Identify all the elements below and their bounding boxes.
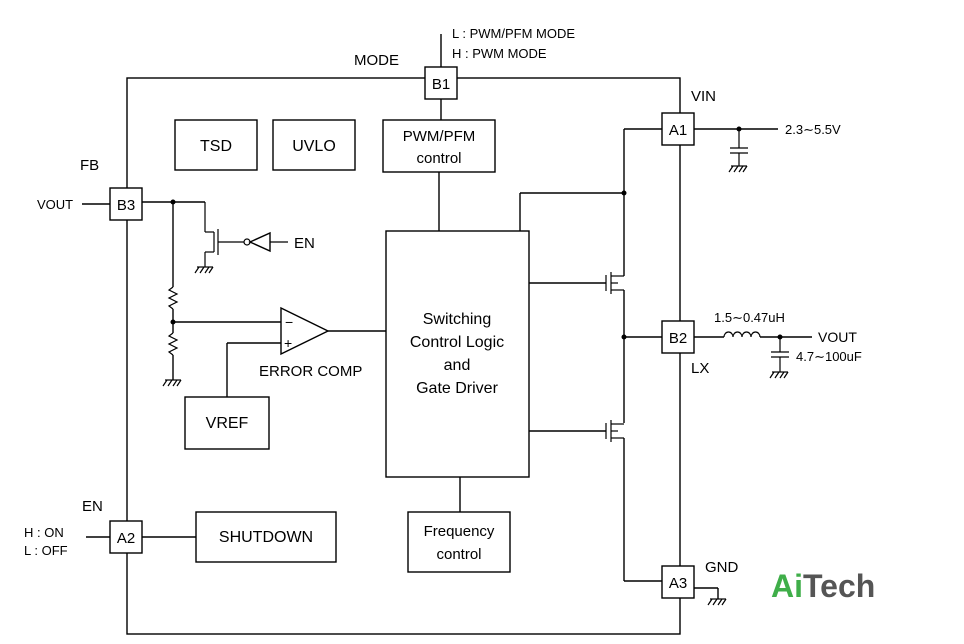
top-resistor-icon xyxy=(167,286,179,310)
freq-line1: Frequency xyxy=(424,523,495,540)
pin-b3-label: B3 xyxy=(117,197,135,214)
vref-label: VREF xyxy=(206,415,249,432)
pwm-block-line1: PWM/PFM xyxy=(403,128,476,145)
pin-b3 xyxy=(109,187,143,221)
fb-switch-ground-icon xyxy=(194,266,214,274)
pwm-block-line2: control xyxy=(416,150,461,167)
vin-range: 2.3∼5.5V xyxy=(785,122,841,137)
mode-note-h: H : PWM MODE xyxy=(452,46,547,61)
tsd-block xyxy=(174,119,258,171)
mode-label: MODE xyxy=(354,52,399,69)
switching-control-block xyxy=(385,230,530,478)
svg-text:+: + xyxy=(284,335,292,351)
ic-outline xyxy=(126,77,681,635)
divider-ground-icon xyxy=(162,379,182,387)
core-line3: and xyxy=(444,357,471,374)
brand-logo-prefix: Ai xyxy=(771,568,803,604)
pin-a3 xyxy=(661,565,695,599)
inductor-icon xyxy=(723,331,761,338)
vin-cap-ground-icon xyxy=(728,165,748,173)
svg-text:−: − xyxy=(285,314,293,330)
vref-block xyxy=(184,396,270,450)
fb-label: FB xyxy=(80,157,99,174)
gnd-label: GND xyxy=(705,559,739,576)
fb-input-label: VOUT xyxy=(37,197,73,212)
brand-logo: AiTech xyxy=(771,568,875,604)
comparator-label: ERROR COMP xyxy=(259,363,362,380)
output-cap-ground-icon xyxy=(769,371,789,379)
gnd-pin-ground-icon xyxy=(707,598,727,606)
shutdown-label: SHUTDOWN xyxy=(219,529,313,546)
pin-a2-label: A2 xyxy=(117,530,135,547)
bottom-resistor-icon xyxy=(167,332,179,356)
low-side-mosfet-icon xyxy=(529,420,624,442)
frequency-control-block xyxy=(407,511,511,573)
pin-a1-label: A1 xyxy=(669,122,687,139)
en-signal-label: EN xyxy=(294,235,315,252)
core-line1: Switching xyxy=(423,311,491,328)
inductor-value: 1.5∼0.47uH xyxy=(714,310,785,325)
lx-output-label: VOUT xyxy=(818,329,857,345)
freq-line2: control xyxy=(436,546,481,563)
en-state-l: L : OFF xyxy=(24,543,68,558)
high-side-mosfet-icon xyxy=(529,272,624,294)
inverter-icon xyxy=(248,231,271,253)
pwm-pfm-control-block xyxy=(382,119,496,173)
en-label: EN xyxy=(82,498,103,515)
mode-note-l: L : PWM/PFM MODE xyxy=(452,26,575,41)
core-line4: Gate Driver xyxy=(416,380,498,397)
tsd-label: TSD xyxy=(200,138,232,155)
core-line2: Control Logic xyxy=(410,334,504,351)
pin-b2-label: B2 xyxy=(669,330,687,347)
pin-b1-label: B1 xyxy=(432,76,450,93)
uvlo-label: UVLO xyxy=(292,138,336,155)
pin-b1 xyxy=(424,66,458,100)
uvlo-block xyxy=(272,119,356,171)
fb-discharge-switch-icon xyxy=(205,229,244,255)
output-cap-value: 4.7∼100uF xyxy=(796,349,862,364)
pin-a3-label: A3 xyxy=(669,575,687,592)
error-comparator-icon xyxy=(280,306,330,356)
en-state-h: H : ON xyxy=(24,525,64,540)
vin-label: VIN xyxy=(691,88,716,105)
lx-label: LX xyxy=(691,360,709,377)
brand-logo-suffix: Tech xyxy=(803,568,875,604)
shutdown-block xyxy=(195,511,337,563)
